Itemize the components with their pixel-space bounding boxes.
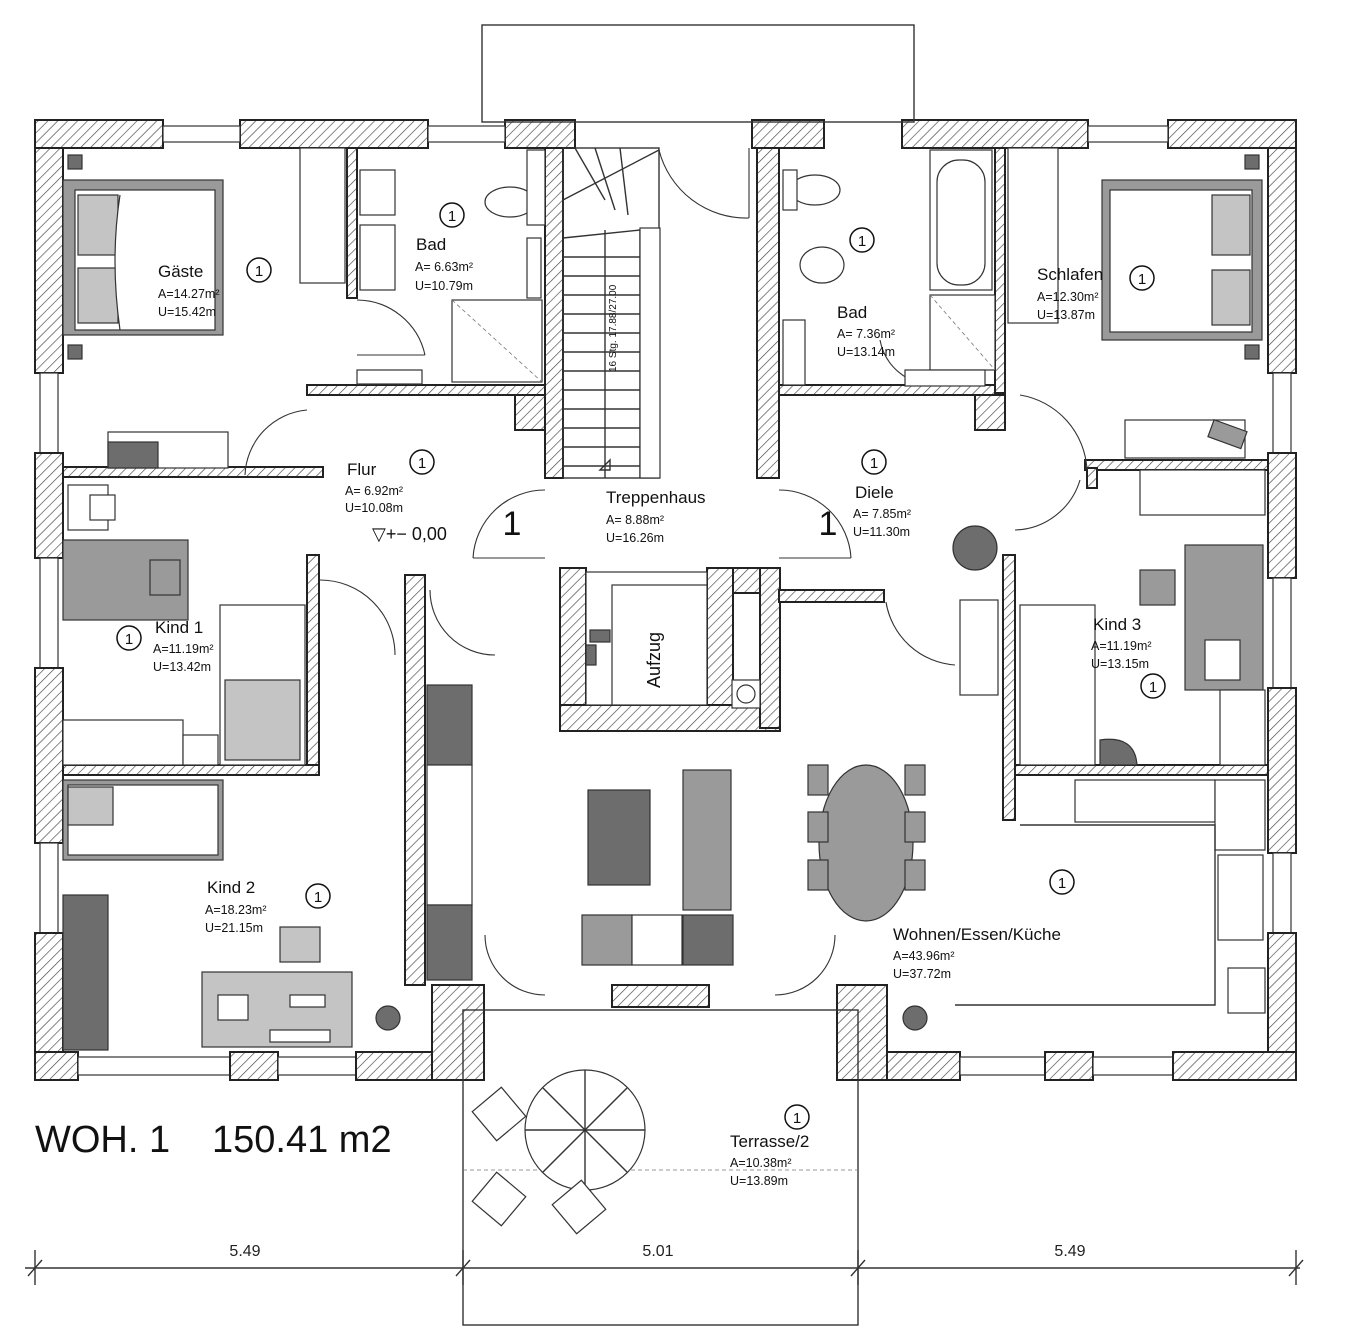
room-area: A=11.19m² xyxy=(153,642,214,656)
svg-text:1: 1 xyxy=(418,455,426,472)
room-label-schlafen: Schlafen A=12.30m² U=13.87m 1 xyxy=(1037,265,1155,322)
unit-marker xyxy=(1049,869,1075,895)
room-area: A= 8.88m² xyxy=(606,513,664,527)
stair-note: 16 Stg. 17.88/27.00 xyxy=(608,284,619,372)
room-area: A=18.23m² xyxy=(205,903,267,917)
svg-text:1: 1 xyxy=(448,208,456,225)
room-area: A= 7.85m² xyxy=(853,507,911,521)
dimension-line xyxy=(25,1250,1304,1285)
living-area-furniture xyxy=(375,525,1266,1031)
svg-text:1: 1 xyxy=(870,455,878,472)
exterior-walls xyxy=(34,119,1297,1081)
room-label-flur: Flur A= 6.92m² U=10.08m 1 xyxy=(345,449,435,515)
child-room-1-furniture xyxy=(62,484,306,766)
room-perimeter: U=21.15m xyxy=(205,921,263,935)
room-label-wohnen: Wohnen/Essen/Küche A=43.96m² U=37.72m 1 xyxy=(893,869,1075,981)
door-swings xyxy=(244,148,1088,996)
room-name: Diele xyxy=(855,483,894,502)
guest-room-furniture xyxy=(62,147,346,469)
dimension-left: 5.49 xyxy=(229,1243,260,1260)
unit-marker xyxy=(409,449,435,475)
level-marker: ▽+− 0,00 xyxy=(372,524,447,544)
svg-text:1: 1 xyxy=(793,1110,801,1127)
room-area: A=11.19m² xyxy=(1091,639,1152,653)
svg-text:1: 1 xyxy=(255,263,263,280)
room-label-kind3: Kind 3 A=11.19m² U=13.15m 1 xyxy=(1091,615,1166,699)
room-name: Treppenhaus xyxy=(606,488,706,507)
room-name: Kind 1 xyxy=(155,618,203,637)
apartment-door-right-number: 1 xyxy=(819,505,838,543)
svg-text:1: 1 xyxy=(1058,875,1066,892)
unit-marker xyxy=(1129,265,1155,291)
terrace xyxy=(462,1009,859,1326)
room-perimeter: U=10.79m xyxy=(415,279,473,293)
bathroom-left-fixtures xyxy=(356,149,546,385)
svg-text:1: 1 xyxy=(314,889,322,906)
room-name: Kind 2 xyxy=(207,878,255,897)
child-room-2-furniture xyxy=(62,779,353,1051)
room-name: Gäste xyxy=(158,262,203,281)
room-label-treppenhaus: Treppenhaus A= 8.88m² U=16.26m xyxy=(606,488,706,545)
room-perimeter: U=13.15m xyxy=(1091,657,1149,671)
staircase xyxy=(562,147,661,479)
unit-marker xyxy=(1140,673,1166,699)
dimension-right: 5.49 xyxy=(1054,1243,1085,1260)
unit-marker xyxy=(849,227,875,253)
unit-total-area: 150.41 m2 xyxy=(212,1119,392,1161)
room-name: Schlafen xyxy=(1037,265,1103,284)
room-name: Kind 3 xyxy=(1093,615,1141,634)
room-label-kind1: Kind 1 A=11.19m² U=13.42m 1 xyxy=(116,618,214,674)
unit-marker xyxy=(246,257,272,283)
interior-walls xyxy=(62,147,1269,986)
room-label-kind2: Kind 2 A=18.23m² U=21.15m 1 xyxy=(205,878,331,935)
room-name: Wohnen/Essen/Küche xyxy=(893,925,1061,944)
dimension-middle: 5.01 xyxy=(642,1243,673,1260)
room-label-diele: Diele A= 7.85m² U=11.30m 1 xyxy=(853,449,911,539)
room-label-bad-left: Bad A= 6.63m² U=10.79m 1 xyxy=(415,202,473,293)
room-name: Flur xyxy=(347,460,377,479)
apartment-door-left-number: 1 xyxy=(503,505,522,543)
svg-text:1: 1 xyxy=(858,233,866,250)
room-perimeter: U=13.87m xyxy=(1037,308,1095,322)
room-perimeter: U=37.72m xyxy=(893,967,951,981)
room-perimeter: U=10.08m xyxy=(345,501,403,515)
room-name: Terrasse/2 xyxy=(730,1132,809,1151)
child-room-3-furniture xyxy=(959,469,1266,766)
room-area: A=14.27m² xyxy=(158,287,220,301)
room-label-gaeste: Gäste A=14.27m² U=15.42m 1 xyxy=(158,257,272,319)
room-label-terrasse: Terrasse/2 A=10.38m² U=13.89m 1 xyxy=(730,1104,810,1188)
room-perimeter: U=13.14m xyxy=(837,345,895,359)
room-name: Bad xyxy=(837,303,867,322)
unit-marker xyxy=(116,625,142,651)
room-perimeter: U=11.30m xyxy=(853,525,910,539)
elevator-shaft xyxy=(585,571,761,709)
bathroom-right-fixtures xyxy=(782,149,996,387)
unit-marker xyxy=(861,449,887,475)
svg-text:1: 1 xyxy=(1138,271,1146,288)
room-area: A=43.96m² xyxy=(893,949,955,963)
unit-marker xyxy=(784,1104,810,1130)
entrance-canopy xyxy=(481,24,915,123)
elevator-label: Aufzug xyxy=(644,632,664,688)
unit-marker xyxy=(439,202,465,228)
room-perimeter: U=13.89m xyxy=(730,1174,788,1188)
room-area: A= 6.63m² xyxy=(415,260,473,274)
room-area: A=10.38m² xyxy=(730,1156,792,1170)
unit-marker xyxy=(305,883,331,909)
svg-text:1: 1 xyxy=(1149,679,1157,696)
room-perimeter: U=16.26m xyxy=(606,531,664,545)
room-perimeter: U=15.42m xyxy=(158,305,216,319)
bedroom-furniture xyxy=(1007,147,1263,459)
room-area: A=12.30m² xyxy=(1037,290,1099,304)
unit-label: WOH. 1 xyxy=(35,1119,170,1161)
room-area: A= 6.92m² xyxy=(345,484,403,498)
room-perimeter: U=13.42m xyxy=(153,660,211,674)
svg-text:1: 1 xyxy=(125,631,133,648)
room-area: A= 7.36m² xyxy=(837,327,895,341)
room-label-bad-right: Bad A= 7.36m² U=13.14m 1 xyxy=(837,227,895,359)
room-name: Bad xyxy=(416,235,446,254)
